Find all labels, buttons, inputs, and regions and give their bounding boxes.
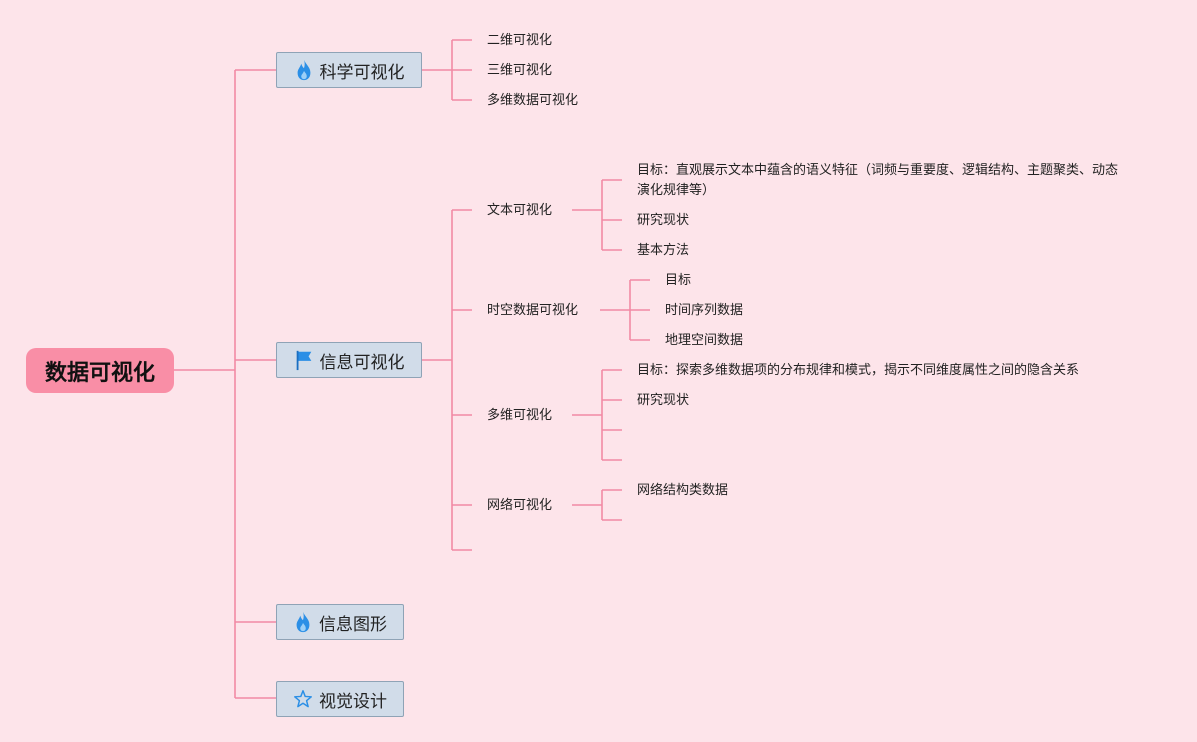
leaf-text-research-status[interactable]: 研究现状	[637, 213, 690, 228]
root-label: 数据可视化	[44, 360, 155, 386]
topic-label: 信息可视化	[319, 352, 405, 373]
topic-information-visualization[interactable]: 信息可视化	[276, 342, 422, 378]
subtopic-3d-visualization[interactable]: 三维可视化	[487, 63, 553, 78]
leaf-time-series-data[interactable]: 时间序列数据	[665, 303, 744, 318]
leaf-network-structured-data[interactable]: 网络结构类数据	[637, 483, 729, 498]
topic-label: 科学可视化	[319, 62, 405, 83]
star-icon	[293, 688, 313, 710]
leaf-geospatial-data[interactable]: 地理空间数据	[665, 333, 744, 348]
fire-icon	[293, 611, 313, 633]
subtopic-text-visualization[interactable]: 文本可视化	[487, 203, 553, 218]
leaf-multidim-research-status[interactable]: 研究现状	[637, 393, 690, 408]
leaf-text-basic-methods[interactable]: 基本方法	[637, 243, 690, 258]
topic-label: 信息图形	[319, 614, 387, 635]
root-node[interactable]: 数据可视化	[26, 348, 174, 393]
fire-icon	[294, 59, 314, 81]
subtopic-multidim-data-visualization[interactable]: 多维数据可视化	[487, 93, 579, 108]
topic-scientific-visualization[interactable]: 科学可视化	[276, 52, 422, 88]
leaf-spatiotemporal-goal[interactable]: 目标	[665, 273, 692, 288]
subtopic-network-visualization[interactable]: 网络可视化	[487, 498, 553, 513]
flag-icon	[294, 349, 314, 371]
topic-label: 视觉设计	[319, 691, 387, 712]
subtopic-spatiotemporal-visualization[interactable]: 时空数据可视化	[487, 303, 579, 318]
topic-visual-design[interactable]: 视觉设计	[276, 681, 404, 717]
subtopic-multidim-visualization[interactable]: 多维可视化	[487, 408, 553, 423]
subtopic-2d-visualization[interactable]: 二维可视化	[487, 33, 553, 48]
leaf-text-goal[interactable]: 目标：直观展示文本中蕴含的语义特征（词频与重要度、逻辑结构、主题聚类、动态演化规…	[637, 163, 1119, 198]
leaf-multidim-goal[interactable]: 目标：探索多维数据项的分布规律和模式，揭示不同维度属性之间的隐含关系	[637, 363, 1080, 378]
topic-infographics[interactable]: 信息图形	[276, 604, 404, 640]
